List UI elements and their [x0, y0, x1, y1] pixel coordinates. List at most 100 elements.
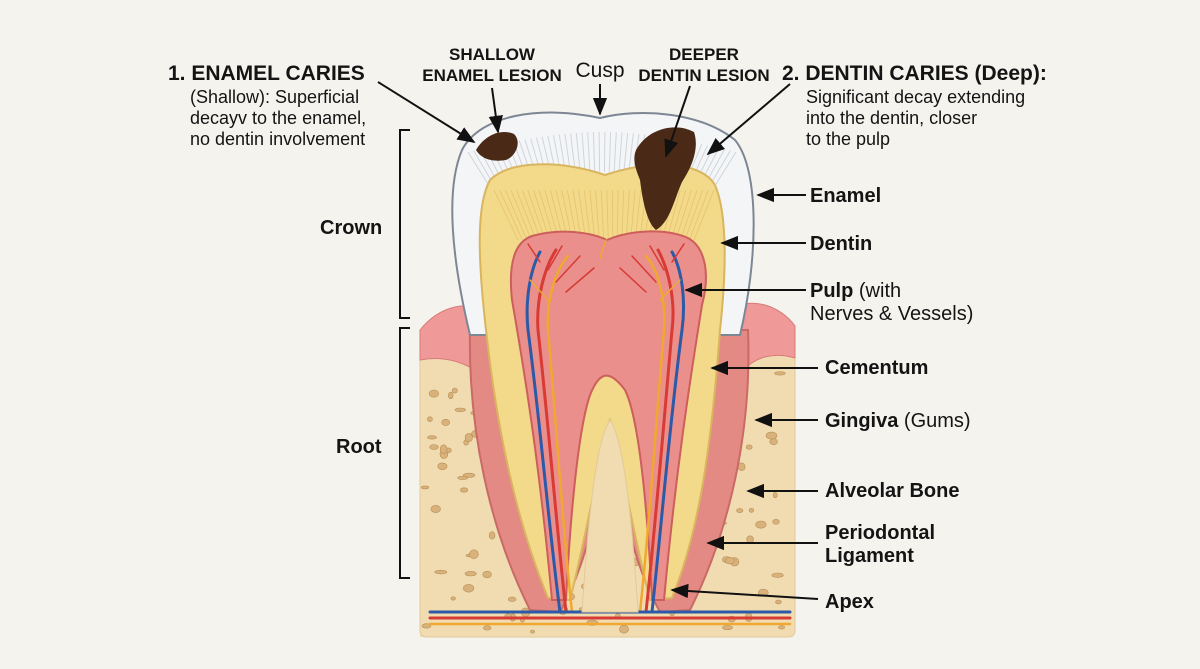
bone-pore — [450, 596, 456, 601]
bone-pore — [482, 570, 492, 579]
dentin-tubule — [595, 189, 600, 241]
bone-pore — [771, 572, 784, 578]
deeper-lesion-label-1: DEEPER — [669, 45, 739, 64]
bone-pore — [483, 625, 492, 631]
bone-pore — [421, 623, 432, 629]
pulp-nerves-vessels — [428, 239, 792, 626]
enamel-rod — [603, 131, 606, 173]
dentin-tubule — [493, 189, 519, 241]
dentin-tubule — [578, 189, 587, 241]
bone-pore — [428, 389, 440, 398]
interradicular-bone — [581, 419, 639, 613]
dentin-tubule — [671, 189, 687, 241]
enamel-rod — [608, 132, 612, 173]
dentin-tubule — [600, 189, 605, 241]
root-bracket — [399, 327, 410, 579]
dentin-tubule — [504, 189, 528, 241]
enamel-caries-desc-3: no dentin involvement — [190, 129, 365, 149]
enamel-rod — [715, 151, 737, 185]
bone-pore — [464, 571, 477, 577]
dentin-tubule — [499, 189, 523, 241]
bone-pore — [430, 505, 441, 513]
dentin-tubule — [527, 189, 546, 241]
cusp-label: Cusp — [575, 59, 624, 82]
enamel-rod — [623, 132, 629, 173]
pulp-label-bold: Pulp — [810, 280, 853, 302]
bone-pore — [769, 438, 778, 445]
enamel-caries-desc-2: decayv to the enamel, — [190, 108, 366, 128]
dentin-tubule — [693, 189, 715, 241]
enamel-rod — [613, 132, 617, 173]
pulp-label-rest: (with — [853, 280, 901, 302]
bone-pore — [755, 520, 767, 529]
bone-pore — [463, 584, 475, 593]
dentin-tubule — [510, 189, 532, 241]
bone-pore — [748, 507, 755, 513]
bone-pore — [434, 569, 448, 575]
dentin-tubule — [630, 189, 636, 241]
enamel-caries-title: 1. ENAMEL CARIES — [168, 62, 365, 85]
root-label: Root — [336, 436, 382, 458]
dentin-tubule — [589, 189, 596, 241]
enamel-rod — [575, 132, 581, 173]
dentin-tubule — [606, 189, 609, 241]
bone-pore — [774, 371, 786, 376]
bone-pore — [464, 433, 473, 443]
dentin-tubule — [625, 189, 630, 241]
dentin-tubule — [675, 189, 692, 241]
bone-pore — [772, 492, 778, 499]
deep-dentin-lesion — [634, 127, 696, 230]
gingiva-label-rest: (Gums) — [898, 410, 970, 432]
dentin-tubule — [680, 189, 698, 241]
enamel-rod — [467, 151, 489, 185]
bone-pore — [772, 518, 780, 525]
crown-label: Crown — [320, 217, 382, 239]
enamel-rod — [473, 150, 494, 184]
bone-pore — [429, 444, 439, 450]
bone-pore — [457, 475, 469, 480]
bone-pore — [507, 596, 517, 602]
bone-pore — [460, 487, 469, 493]
bone-pore — [775, 599, 782, 605]
deeper-lesion-label-2: DENTIN LESION — [638, 66, 769, 85]
periodontal-label-2: Ligament — [825, 545, 914, 567]
shallow-lesion-arrow — [488, 87, 503, 134]
enamel-rod — [628, 133, 634, 173]
enamel-label: Enamel — [810, 185, 881, 207]
enamel-rod — [618, 132, 623, 173]
bone-pore — [724, 557, 735, 565]
dentin-tubule — [689, 189, 709, 241]
apex-label: Apex — [825, 591, 874, 613]
enamel-rod — [592, 132, 596, 173]
label-arrows — [377, 81, 819, 600]
dentin-tubule — [533, 189, 550, 241]
bone-pore — [619, 624, 629, 634]
bone-pore — [745, 444, 753, 450]
bone-pore — [427, 435, 437, 440]
shallow-lesion-label-1: SHALLOW — [449, 45, 536, 64]
bone-pore — [722, 625, 733, 630]
gingiva-label: Gingiva (Gums) — [825, 410, 971, 432]
dentin-caries-desc-1: Significant decay extending — [806, 87, 1025, 107]
alveolar-bone-label: Alveolar Bone — [825, 480, 959, 502]
dentin-caries-arrow — [706, 83, 791, 156]
enamel-caries-arrow — [377, 81, 476, 143]
dentin-caries-desc-2: into the dentin, closer — [806, 108, 977, 128]
bone-pore — [765, 431, 778, 440]
bone-pore — [530, 629, 535, 634]
dentin-tubule — [521, 189, 541, 241]
gingiva-label-bold: Gingiva — [825, 410, 899, 432]
bone-pore — [448, 391, 454, 400]
bone-pore — [454, 407, 466, 413]
dentin-caries-desc-3: to the pulp — [806, 129, 890, 149]
bone-pore — [736, 508, 744, 513]
bone-pore — [437, 462, 448, 470]
enamel-rod — [587, 132, 591, 173]
enamel-rod — [581, 132, 586, 173]
bone-pore — [469, 549, 479, 559]
dentin-tubule — [616, 189, 619, 241]
bone-pore — [427, 416, 433, 423]
dentin-label: Dentin — [810, 233, 872, 255]
